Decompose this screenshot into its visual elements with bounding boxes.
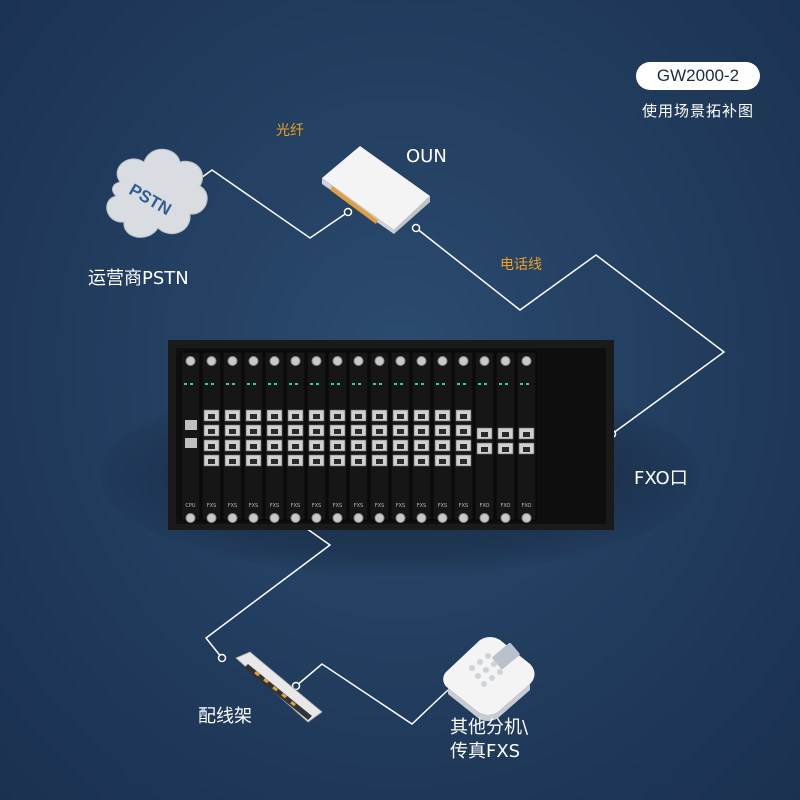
chassis-card-label: FXS [270,503,279,509]
chassis-slot-15: FXO [474,351,495,523]
chassis-slot-3: FXS [222,351,243,523]
chassis-slot-2: FXS [201,351,222,523]
chassis-card-label: FXS [396,503,405,509]
model-badge: GW2000-2 [636,62,760,90]
chassis-slot-4: FXS [243,351,264,523]
chassis-slot-10: FXS [369,351,390,523]
fiber-end-dot [343,207,353,217]
oun-port-dot [411,223,421,233]
chassis-card-label: FXS [375,503,384,509]
panel-to-phone-line [295,663,449,725]
chassis-slot-8: FXS [327,351,348,523]
patch-panel-icon [235,651,323,723]
oun-label: OUN [406,146,447,167]
chassis-slot-14: FXS [453,351,474,523]
pstn-cloud-icon: PSTN [106,148,208,238]
chassis-slot-12: FXS [411,351,432,523]
telephone-icon [443,637,535,721]
patch-panel-label: 配线架 [198,706,252,727]
fiber-label: 光纤 [276,123,304,139]
diagram-caption: 使用场景拓补图 [641,102,754,120]
chassis-card-label: FXS [249,503,258,509]
fxo-label: FXO口 [634,468,688,489]
chassis-slot-9: FXS [348,351,369,523]
panel-out-dot [291,681,301,691]
phone-label-line2: 传真FXS [450,741,521,762]
gateway-chassis: CPU FXS FXS FXS FXS FXS FXS FXS FXS FXS FXS FXS FXS F… [168,340,614,530]
chassis-slot-11: FXS [390,351,411,523]
chassis-card-label: FXS [291,503,300,509]
phone-line-label: 电话线 [500,257,542,273]
chassis-slot-17: FXO [516,351,537,523]
phone-label: 其他分机\ 传真FXS [450,716,528,764]
panel-in-dot [217,653,227,663]
phone-label-line1: 其他分机\ [450,717,529,738]
chassis-slot-7: FXS [306,351,327,523]
chassis-card-label: FXS [207,503,216,509]
chassis-card-label: FXO [501,503,511,509]
chassis-card-label: FXS [312,503,321,509]
pstn-label: 运营商PSTN [88,268,189,289]
chassis-card-label: FXS [459,503,468,509]
oun-device-icon [322,146,430,234]
chassis-card-label: FXO [480,503,490,509]
chassis-slot-16: FXO [495,351,516,523]
chassis-card-label: CPU [185,503,196,509]
phone-line-link [415,227,726,435]
chassis-slot-1: CPU [180,351,201,523]
chassis-slot-5: FXS [264,351,285,523]
chassis-card-label: FXS [333,503,342,509]
chassis-card-label: FXS [228,503,237,509]
chassis-slot-13: FXS [432,351,453,523]
chassis-slot-6: FXS [285,351,306,523]
chassis-card-label: FXS [354,503,363,509]
chassis-card-label: FXO [522,503,532,509]
chassis-card-label: FXS [438,503,447,509]
chassis-card-label: FXS [417,503,426,509]
